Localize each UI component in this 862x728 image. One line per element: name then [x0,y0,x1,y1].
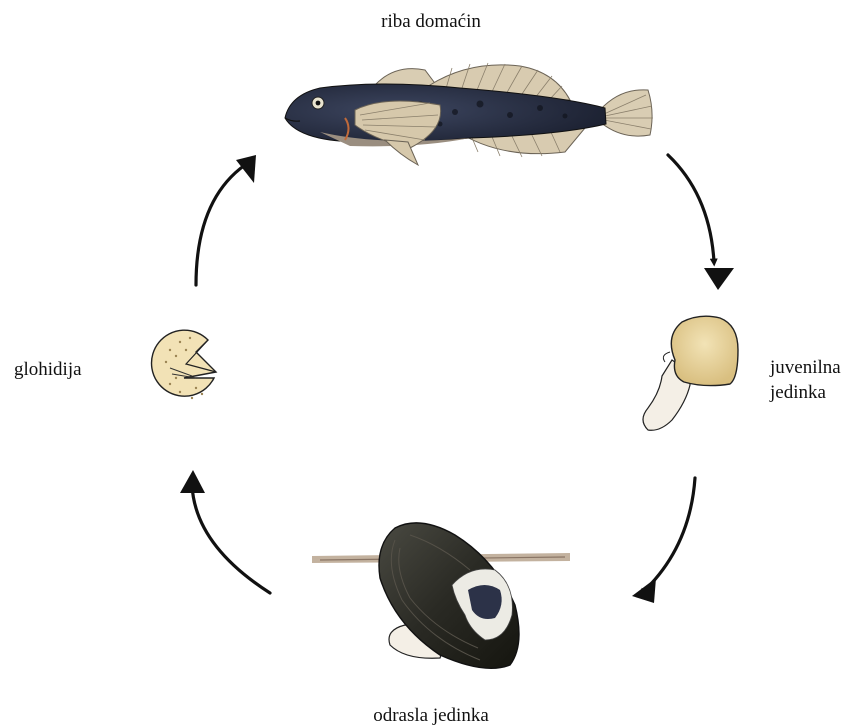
arrow-adult-to-glochidium [192,485,270,593]
arrow-fish-to-juvenile [668,155,714,262]
arrowhead-bottom [632,578,656,603]
arrow-glochidium-to-fish [196,165,245,285]
arrow-juvenile-to-adult [642,478,695,593]
cycle-arrows [192,155,714,593]
glochidium-illustration [152,330,216,399]
arrowhead-left [180,470,205,493]
fish-illustration [285,63,653,165]
adult-illustration [312,523,570,668]
arrowhead-right [704,268,734,290]
juvenile-illustration [643,316,738,430]
